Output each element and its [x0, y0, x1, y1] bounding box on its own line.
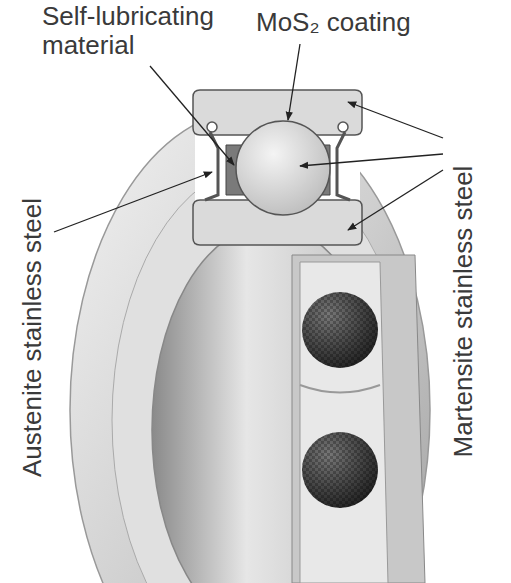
- part-label: MoS₂ coating: [256, 8, 411, 37]
- leader-line: [54, 172, 212, 232]
- leader-line: [150, 66, 234, 165]
- bearing-body: [70, 110, 430, 583]
- leader-line: [288, 44, 300, 120]
- leader-line: [348, 170, 443, 230]
- leader-line: [300, 154, 443, 166]
- leader-lines: [54, 44, 443, 232]
- bearing-cross-section: [193, 90, 362, 245]
- part-label: Self-lubricating material: [42, 2, 252, 60]
- part-label: Austenite stainless steel: [17, 199, 46, 478]
- part-label: Martensite stainless steel: [449, 166, 478, 458]
- leader-line: [348, 102, 443, 138]
